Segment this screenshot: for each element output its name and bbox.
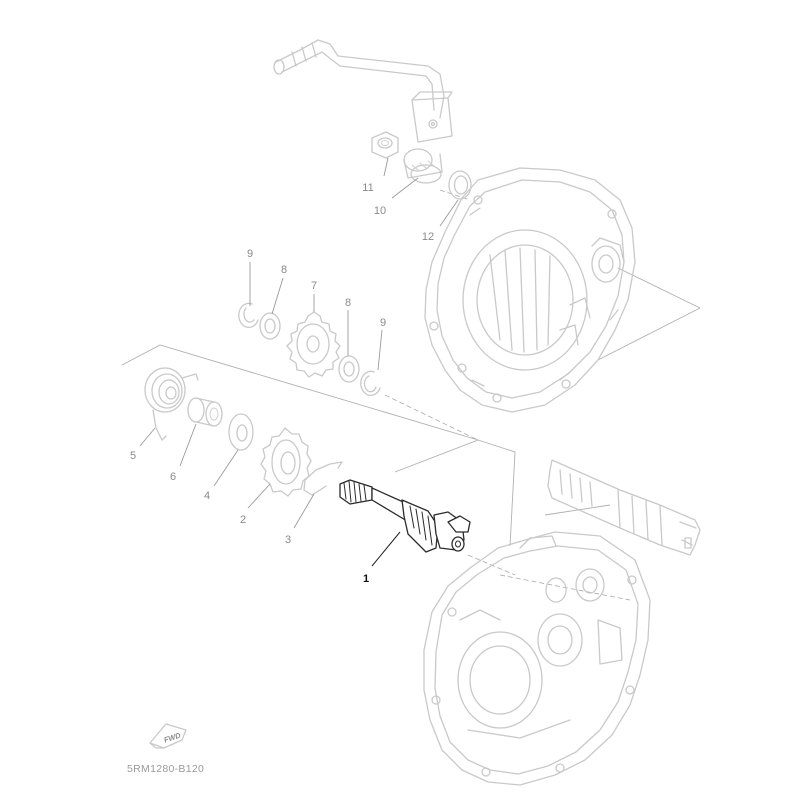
callout-10: 10 — [374, 205, 386, 217]
part-6-collar — [187, 397, 223, 427]
callout-6: 6 — [170, 471, 176, 483]
part-3-clip — [303, 461, 343, 496]
crankcase-left — [423, 531, 651, 786]
callout-2: 2 — [240, 514, 246, 526]
leader-lines — [139, 157, 459, 567]
callout-9-lower: 9 — [380, 317, 386, 329]
part-2-kick-gear — [260, 427, 312, 497]
callout-5: 5 — [130, 450, 136, 462]
callout-8-lower: 8 — [345, 297, 351, 309]
part-8-washer-upper — [259, 312, 281, 340]
part-8-washer-lower — [338, 355, 360, 383]
kick-crank-lever — [273, 39, 453, 143]
assembly-reference-lines — [121, 189, 701, 601]
fwd-direction-badge: FWD — [149, 723, 187, 749]
callout-numbers: 1 2 3 4 5 6 7 8 8 9 9 10 11 12 — [130, 182, 434, 585]
part-1-kick-shaft — [339, 479, 471, 553]
part-5-torsion-spring — [144, 367, 199, 441]
part-4-washer — [228, 413, 254, 451]
transmission-shaft — [547, 459, 701, 556]
part-11-nut — [371, 131, 399, 159]
diagram-code: 5RM1280-B120 — [127, 763, 204, 775]
part-9-circlip-lower — [360, 370, 381, 397]
part-7-gear — [286, 311, 341, 378]
callout-12: 12 — [422, 231, 434, 243]
callout-3: 3 — [285, 534, 291, 546]
callout-4: 4 — [204, 490, 210, 502]
fwd-label: FWD — [163, 731, 183, 745]
crankcase-cover-right — [424, 167, 636, 413]
part-10-kick-boss — [403, 148, 443, 184]
callout-7: 7 — [311, 280, 317, 292]
callout-8-upper: 8 — [281, 264, 287, 276]
callout-11: 11 — [362, 182, 373, 194]
part-12-oil-seal — [448, 170, 472, 200]
part-9-circlip-upper — [238, 302, 259, 329]
callout-9-upper: 9 — [247, 248, 253, 260]
callout-1: 1 — [363, 573, 369, 585]
